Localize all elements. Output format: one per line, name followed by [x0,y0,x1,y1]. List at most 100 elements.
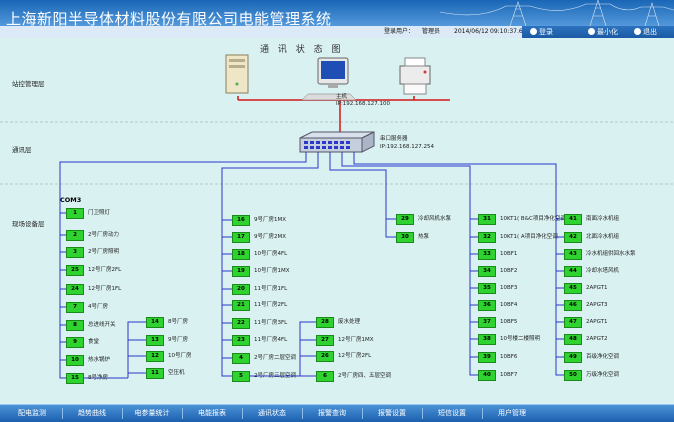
device-status-indicator[interactable]: 15 [66,373,84,384]
nav-item[interactable]: 报警设置 [378,409,406,417]
device-status-indicator[interactable]: 3 [66,247,84,258]
device-status-indicator[interactable]: 40 [478,370,496,381]
device-status-indicator[interactable]: 16 [232,215,250,226]
device-status-indicator[interactable]: 46 [564,300,582,311]
device-status-indicator[interactable]: 9 [66,337,84,348]
device-status-indicator[interactable]: 39 [478,352,496,363]
device-status-indicator[interactable]: 34 [478,266,496,277]
device-status-indicator[interactable]: 25 [66,265,84,276]
nav-item[interactable]: 趋势曲线 [78,409,106,417]
device-status-indicator[interactable]: 7 [66,302,84,313]
device-status-indicator[interactable]: 12 [146,351,164,362]
device-status-indicator[interactable]: 13 [146,335,164,346]
device-status-indicator[interactable]: 27 [316,335,334,346]
device-status-indicator[interactable]: 5 [232,371,250,382]
device-status-indicator[interactable]: 33 [478,249,496,260]
nav-item[interactable]: 电能报表 [198,409,226,417]
device-status-indicator[interactable]: 23 [232,335,250,346]
device-status-indicator[interactable]: 41 [564,214,582,225]
device-status-indicator[interactable]: 19 [232,266,250,277]
device-status-indicator[interactable]: 44 [564,266,582,277]
nav-item[interactable]: 配电监测 [18,409,46,417]
exit-button[interactable]: 退出 [634,26,657,38]
device-status-indicator[interactable]: 37 [478,317,496,328]
device-status-indicator[interactable]: 50 [564,370,582,381]
nav-item[interactable]: 通讯状态 [258,409,286,417]
nav-item[interactable]: 报警查询 [318,409,346,417]
device-status-indicator[interactable]: 21 [232,300,250,311]
device-status-indicator[interactable]: 28 [316,317,334,328]
login-button[interactable]: 登录 [530,26,553,38]
device-status-indicator[interactable]: 43 [564,249,582,260]
device-status-indicator[interactable]: 8 [66,320,84,331]
device-status-indicator[interactable]: 36 [478,300,496,311]
device-status-indicator[interactable]: 30 [396,232,414,243]
device-status-indicator[interactable]: 42 [564,232,582,243]
device-status-indicator[interactable]: 20 [232,284,250,295]
device-status-indicator[interactable]: 48 [564,334,582,345]
nav-item[interactable]: 用户管理 [498,409,526,417]
nav-item[interactable]: 短信设置 [438,409,466,417]
device-status-indicator[interactable]: 32 [478,232,496,243]
device-status-indicator[interactable]: 6 [316,371,334,382]
device-status-indicator[interactable]: 14 [146,317,164,328]
device-status-indicator[interactable]: 22 [232,318,250,329]
device-status-indicator[interactable]: 31 [478,214,496,225]
device-status-indicator[interactable]: 47 [564,317,582,328]
device-status-indicator[interactable]: 29 [396,214,414,225]
device-status-indicator[interactable]: 35 [478,283,496,294]
device-status-indicator[interactable]: 24 [66,284,84,295]
device-status-indicator[interactable]: 38 [478,334,496,345]
device-status-indicator[interactable]: 2 [66,230,84,241]
nav-item[interactable]: 电参量统计 [134,409,170,417]
device-status-indicator[interactable]: 18 [232,249,250,260]
device-status-indicator[interactable]: 1 [66,208,84,219]
device-status-indicator[interactable]: 17 [232,232,250,243]
device-status-indicator[interactable]: 26 [316,351,334,362]
